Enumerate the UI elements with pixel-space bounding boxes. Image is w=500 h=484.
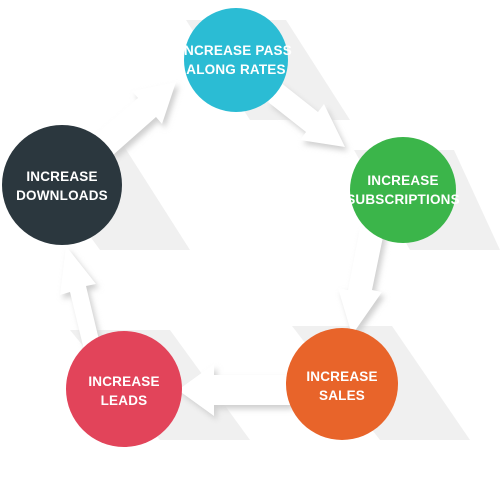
- node-sales-label-line1: INCREASE: [306, 369, 377, 384]
- node-sales-circle: [286, 328, 398, 440]
- arrow-subscriptions-to-sales: [338, 228, 387, 339]
- node-leads-circle: [66, 331, 182, 447]
- node-sales: INCREASE SALES: [286, 328, 398, 440]
- node-pass-along-circle: [184, 8, 288, 112]
- node-sales-label-line2: SALES: [319, 388, 365, 403]
- arrow-sales-to-leads: [178, 364, 293, 420]
- node-downloads: INCREASE DOWNLOADS: [2, 125, 122, 245]
- node-subscriptions-label-line2: SUBSCRIPTIONS: [346, 192, 460, 207]
- arrow-pass-along-to-subscriptions: [268, 82, 348, 151]
- node-downloads-circle: [2, 125, 122, 245]
- node-subscriptions-label-line1: INCREASE: [367, 173, 438, 188]
- arrows: [60, 82, 387, 420]
- node-subscriptions: INCREASE SUBSCRIPTIONS: [346, 137, 460, 243]
- node-downloads-label-line1: INCREASE: [26, 169, 97, 184]
- node-leads: INCREASE LEADS: [66, 331, 182, 447]
- node-downloads-label-line2: DOWNLOADS: [16, 188, 108, 203]
- node-pass-along-label-line2: ALONG RATES: [186, 62, 285, 77]
- node-leads-label-line1: INCREASE: [88, 374, 159, 389]
- node-pass-along-label-line1: INCREASE PASS: [180, 43, 292, 58]
- node-leads-label-line2: LEADS: [101, 393, 148, 408]
- arrow-leads-to-downloads: [60, 246, 103, 354]
- node-pass-along: INCREASE PASS ALONG RATES: [180, 8, 292, 112]
- nodes: INCREASE PASS ALONG RATES INCREASE SUBSC…: [2, 8, 460, 447]
- node-subscriptions-circle: [350, 137, 456, 243]
- arrow-downloads-to-pass-along: [95, 82, 179, 159]
